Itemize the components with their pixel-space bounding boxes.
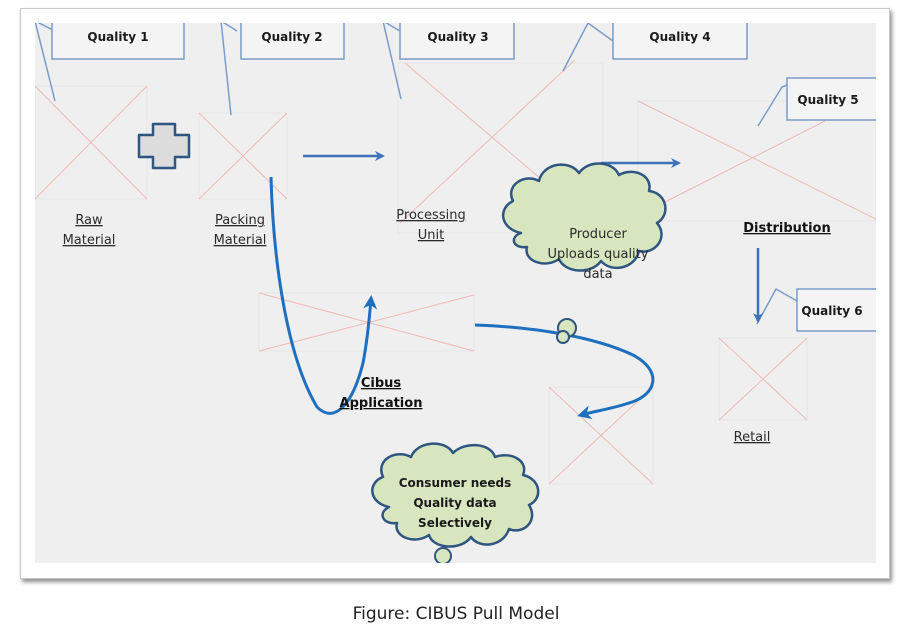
stage-distribution: Distribution bbox=[743, 221, 830, 236]
callout-leaders bbox=[35, 23, 806, 325]
callout-quality-6: Quality 6 bbox=[796, 288, 876, 332]
stage-packing-material-line-1: Packing bbox=[215, 213, 265, 228]
consumer-cloud-line-3: Selectively bbox=[418, 516, 492, 530]
producer-cloud-line-3: data bbox=[583, 267, 612, 282]
callout-quality-2: Quality 2 bbox=[240, 23, 345, 60]
callout-quality-1: Quality 1 bbox=[51, 23, 185, 60]
figure-caption: Figure: CIBUS Pull Model bbox=[352, 604, 560, 624]
placeholder-packing-material bbox=[198, 112, 288, 200]
callout-quality-6-label: Quality 6 bbox=[801, 304, 862, 318]
consumer-cloud-line-1: Consumer needs bbox=[399, 476, 512, 490]
placeholder-retail bbox=[718, 337, 808, 421]
stage-processing-unit-line-2: Unit bbox=[418, 228, 444, 243]
figure-frame: Quality 1 Quality 2 Quality 3 Quality 4 … bbox=[20, 8, 890, 579]
stage-processing-unit-line-1: Processing bbox=[396, 208, 465, 223]
callout-quality-4: Quality 4 bbox=[612, 23, 748, 60]
diagram-svg: Quality 1 Quality 2 Quality 3 Quality 4 … bbox=[35, 23, 876, 563]
leader-quality-6 bbox=[756, 287, 798, 325]
callout-quality-2-label: Quality 2 bbox=[261, 30, 322, 44]
placeholder-distribution bbox=[637, 100, 876, 222]
stage-raw-material-line-2: Material bbox=[63, 233, 116, 248]
callout-quality-5: Quality 5 bbox=[786, 77, 876, 121]
callout-quality-5-label: Quality 5 bbox=[797, 93, 858, 107]
curve-cibus-to-consumer bbox=[474, 323, 655, 419]
producer-cloud-line-1: Producer bbox=[569, 227, 627, 242]
stage-raw-material-line-1: Raw bbox=[75, 213, 103, 228]
producer-cloud-line-2: Uploads quality bbox=[548, 247, 649, 262]
consumer-cloud: Consumer needs Quality data Selectively bbox=[371, 442, 540, 563]
combine-cross-icon bbox=[137, 122, 191, 170]
leader-quality-3 bbox=[382, 23, 402, 100]
stage-cibus-line-2: Application bbox=[340, 396, 423, 411]
leader-quality-2 bbox=[220, 23, 238, 116]
callout-quality-3: Quality 3 bbox=[399, 23, 515, 60]
callout-quality-3-label: Quality 3 bbox=[427, 30, 488, 44]
producer-cloud: Producer Uploads quality data bbox=[501, 162, 667, 344]
callout-quality-4-label: Quality 4 bbox=[649, 30, 710, 44]
diagram-canvas: Quality 1 Quality 2 Quality 3 Quality 4 … bbox=[35, 23, 876, 563]
stage-cibus-line-1: Cibus bbox=[361, 376, 402, 391]
callout-quality-1-label: Quality 1 bbox=[87, 30, 148, 44]
stage-packing-material-line-2: Material bbox=[214, 233, 267, 248]
placeholder-consumer bbox=[548, 386, 654, 485]
leader-quality-1 bbox=[35, 23, 56, 102]
consumer-cloud-line-2: Quality data bbox=[413, 496, 496, 510]
stage-retail: Retail bbox=[734, 430, 771, 445]
leader-quality-4 bbox=[562, 23, 614, 72]
placeholder-raw-material bbox=[35, 85, 148, 200]
curve-packing-to-cibus bbox=[269, 176, 378, 415]
